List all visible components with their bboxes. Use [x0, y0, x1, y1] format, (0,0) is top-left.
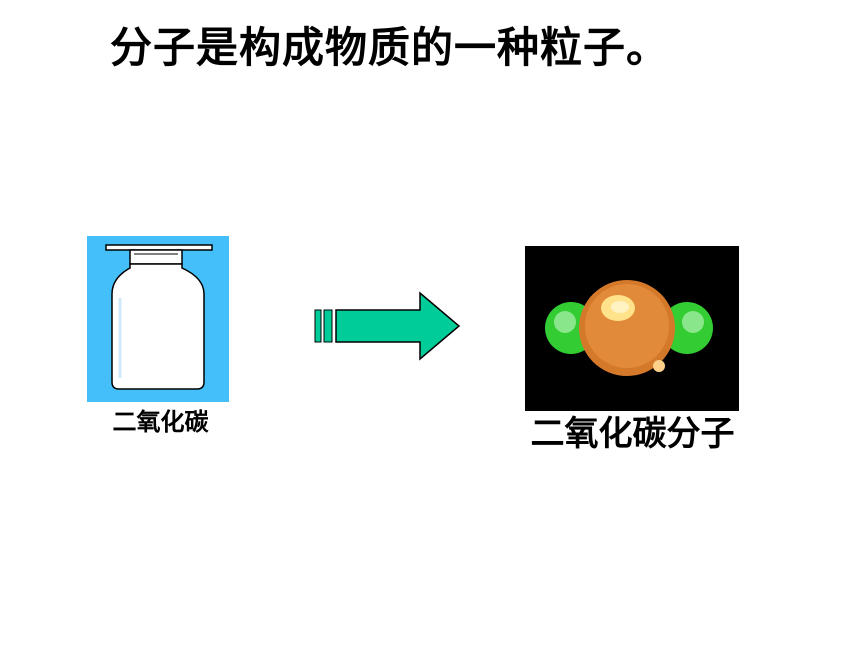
- molecule-label: 二氧化碳分子: [530, 414, 735, 454]
- reagent-bottle-icon: [87, 236, 229, 402]
- co2-molecule-icon: [525, 246, 739, 411]
- right-arrow-icon: [314, 291, 461, 361]
- slide-title: 分子是构成物质的一种粒子。: [110, 23, 670, 72]
- substance-label: 二氧化碳: [112, 408, 209, 436]
